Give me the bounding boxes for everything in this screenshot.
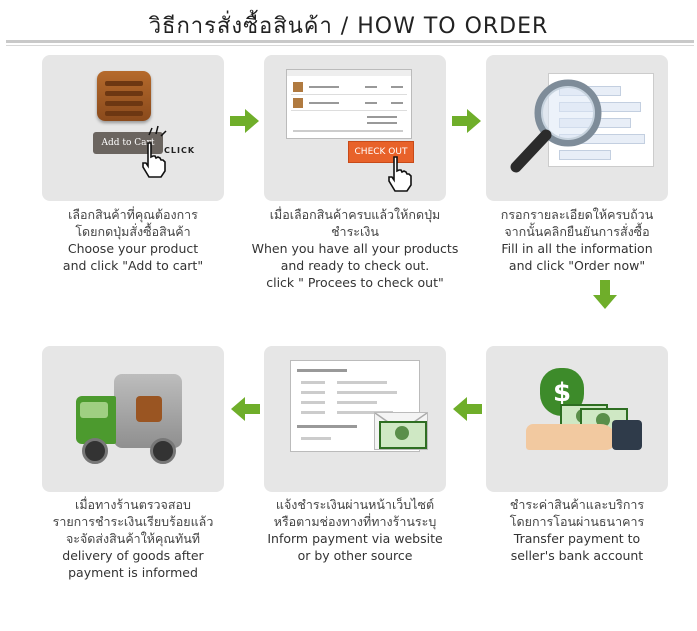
step-1-caption: เลือกสินค้าที่คุณต้องการ โดยกดปุ่มสั่งซื… xyxy=(23,206,243,274)
arrow-left-icon xyxy=(231,397,260,421)
open-hand-icon xyxy=(526,424,616,450)
step-2-thai-line-2: ชำระเงิน xyxy=(331,224,379,239)
step-4-thai-line-2: โดยการโอนผ่านธนาคาร xyxy=(509,514,645,529)
arrow-right-icon xyxy=(452,109,481,133)
wheel-icon xyxy=(82,438,108,464)
step-6-caption: เมื่อทางร้านตรวจสอบ รายการชำระเงินเรียบร… xyxy=(23,496,243,581)
arrow-left-icon xyxy=(453,397,482,421)
step-4-thai-line-1: ชำระค่าสินค้าและบริการ xyxy=(509,497,645,512)
step-3-eng-line-1: Fill in all the information xyxy=(501,241,653,256)
step-2-eng-line-1: When you have all your products xyxy=(251,241,459,256)
step-5-panel xyxy=(264,346,446,492)
step-3-caption: กรอกรายละเอียดให้ครบถ้วน จากนั้นคลิกยืนย… xyxy=(467,206,687,274)
step-3-panel xyxy=(486,55,668,201)
step-6-thai-line-3: จะจัดส่งสินค้าให้คุณทันที xyxy=(65,531,201,546)
step-4-eng-line-2: seller's bank account xyxy=(510,548,644,563)
step-2-eng-line-3: click " Procees to check out" xyxy=(266,275,444,290)
step-4-panel: $ xyxy=(486,346,668,492)
step-1-thai-line-2: โดยกดปุ่มสั่งซื้อสินค้า xyxy=(75,224,191,239)
title-divider-thin xyxy=(6,45,694,46)
click-rays-icon xyxy=(148,125,167,137)
sleeve-icon xyxy=(612,420,642,450)
step-5-eng-line-2: or by other source xyxy=(297,548,413,563)
step-5-thai-line-2: หรือตามช่องทางที่ทางร้านระบุ xyxy=(273,514,437,529)
step-5-eng-line-1: Inform payment via website xyxy=(267,531,443,546)
envelope-icon xyxy=(374,412,428,450)
banknote-icon xyxy=(379,421,427,449)
crate-icon xyxy=(136,396,162,422)
step-5-caption: แจ้งชำระเงินผ่านหน้าเว็บไซต์ หรือตามช่อง… xyxy=(245,496,465,564)
truck-window xyxy=(80,402,108,418)
hand-cursor-icon xyxy=(388,156,412,192)
step-6-thai-line-1: เมื่อทางร้านตรวจสอบ xyxy=(75,497,191,512)
step-6-eng-line-2: payment is informed xyxy=(68,565,198,580)
cart-screenshot xyxy=(286,69,412,139)
add-to-cart-button[interactable]: Add to Cart xyxy=(93,132,163,154)
step-4-caption: ชำระค่าสินค้าและบริการ โดยการโอนผ่านธนาค… xyxy=(467,496,687,564)
step-2-thai-line-1: เมื่อเลือกสินค้าครบแล้วให้กดปุ่ม xyxy=(269,207,441,222)
step-3-thai-line-1: กรอกรายละเอียดให้ครบถ้วน xyxy=(500,207,654,222)
crate-icon xyxy=(97,71,151,121)
title-divider xyxy=(6,40,694,43)
page-title: วิธีการสั่งซื้อสินค้า / HOW TO ORDER xyxy=(148,14,549,39)
hand-cursor-icon xyxy=(142,142,166,178)
arrow-down-icon xyxy=(593,280,617,309)
wheel-icon xyxy=(150,438,176,464)
step-1-thai-line-1: เลือกสินค้าที่คุณต้องการ xyxy=(68,207,198,222)
step-5-thai-line-1: แจ้งชำระเงินผ่านหน้าเว็บไซต์ xyxy=(275,497,435,512)
step-1-eng-line-2: and click "Add to cart" xyxy=(62,258,204,273)
arrow-right-icon xyxy=(230,109,259,133)
step-6-eng-line-1: delivery of goods after xyxy=(62,548,204,563)
step-2-caption: เมื่อเลือกสินค้าครบแล้วให้กดปุ่ม ชำระเงิ… xyxy=(235,206,475,291)
step-4-eng-line-1: Transfer payment to xyxy=(513,531,641,546)
magnifier-icon xyxy=(510,79,602,173)
step-6-panel xyxy=(42,346,224,492)
step-2-panel: CHECK OUT xyxy=(264,55,446,201)
step-2-eng-line-2: and ready to check out. xyxy=(280,258,430,273)
step-3-eng-line-2: and click "Order now" xyxy=(508,258,646,273)
step-1-eng-line-1: Choose your product xyxy=(67,241,199,256)
click-label: CLICK xyxy=(164,146,196,155)
step-1-panel: Add to Cart CLICK xyxy=(42,55,224,201)
step-3-thai-line-2: จากนั้นคลิกยืนยันการสั่งซื้อ xyxy=(504,224,650,239)
step-6-thai-line-2: รายการชำระเงินเรียบร้อยแล้ว xyxy=(52,514,214,529)
